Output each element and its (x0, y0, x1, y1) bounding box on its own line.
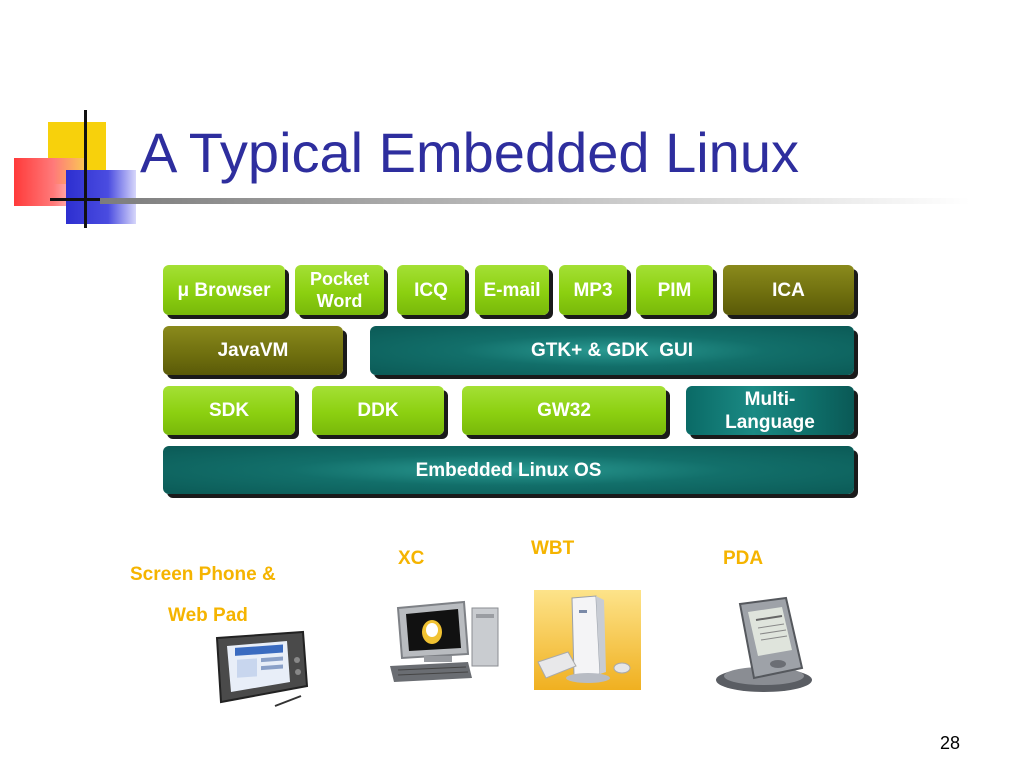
block-gw32: GW32 (462, 386, 666, 435)
block-javavm-label: JavaVM (217, 340, 289, 361)
slide-title: A Typical Embedded Linux (140, 121, 799, 184)
label-wbt: WBT (531, 538, 575, 559)
block-gtk-gui-label: GTK+ & GDK GUI (530, 340, 694, 361)
block-embedded-linux-os: Embedded Linux OS (163, 446, 854, 494)
label-web-pad: Web Pad (168, 605, 248, 626)
block-ddk: DDK (312, 386, 444, 435)
block-gtk-gui: GTK+ & GDK GUI (370, 326, 854, 375)
block-gw32-label: GW32 (537, 400, 591, 421)
pda-image (716, 596, 812, 692)
block-mp3: MP3 (559, 265, 627, 315)
block-browser: μ Browser (163, 265, 285, 315)
logo-vertical-line (84, 110, 87, 228)
block-icq-label: ICQ (414, 279, 448, 301)
block-mp3-label: MP3 (573, 279, 613, 301)
page-number: 28 (940, 733, 961, 753)
label-pda: PDA (723, 548, 764, 569)
label-xc: XC (398, 548, 425, 569)
block-sdk: SDK (163, 386, 295, 435)
block-browser-label: μ Browser (177, 279, 271, 301)
label-screen-phone: Screen Phone & (130, 564, 276, 585)
block-email: E-mail (475, 265, 549, 315)
block-os-label: Embedded Linux OS (415, 459, 602, 481)
block-multi-language-label: Multi-Language (725, 388, 815, 433)
block-multi-language: Multi-Language (686, 386, 854, 435)
wbt-terminal-image (534, 590, 641, 690)
block-pocket-word: Pocket Word (295, 265, 384, 315)
title-underline (100, 198, 970, 204)
block-icq: ICQ (397, 265, 465, 315)
block-pim-label: PIM (657, 279, 692, 301)
block-ddk-label: DDK (357, 400, 399, 421)
web-pad-image (215, 630, 309, 707)
block-sdk-label: SDK (208, 400, 250, 421)
block-email-label: E-mail (483, 279, 541, 301)
block-ica-label: ICA (772, 279, 805, 301)
logo-horizontal-line (50, 198, 142, 201)
block-pocket-word-label: Pocket Word (309, 269, 370, 311)
block-pim: PIM (636, 265, 713, 315)
block-ica: ICA (723, 265, 854, 315)
logo-blue-square (66, 170, 136, 224)
xc-terminal-image (390, 600, 499, 682)
block-javavm: JavaVM (163, 326, 343, 375)
